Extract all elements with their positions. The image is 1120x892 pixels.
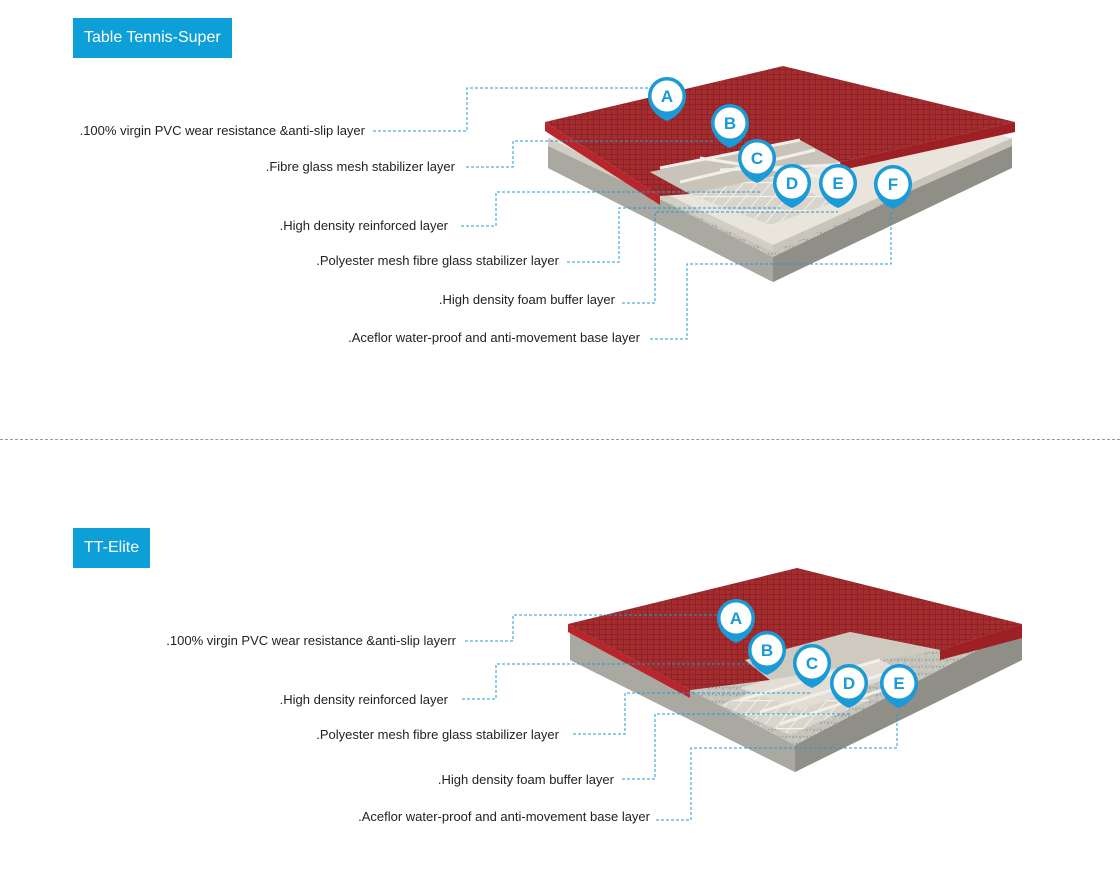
layer-label: .Fibre glass mesh stabilizer layer <box>266 159 456 174</box>
section-title-elite: TT-Elite <box>73 528 151 568</box>
layer-pin-b: B <box>748 631 786 675</box>
layer-pin-c: C <box>793 644 831 688</box>
layer-label: .Aceflor water-proof and anti-movement b… <box>348 330 641 345</box>
svg-text:A: A <box>661 87 673 106</box>
svg-text:C: C <box>751 149 763 168</box>
svg-text:E: E <box>832 174 843 193</box>
layer-pin-b: B <box>711 104 749 148</box>
layer-label: .100% virgin PVC wear resistance &anti-s… <box>166 633 456 648</box>
layer-pin-a: A <box>717 599 755 643</box>
diagram-super: .100% virgin PVC wear resistance &anti-s… <box>80 66 1015 345</box>
layer-label: .Polyester mesh fibre glass stabilizer l… <box>316 253 559 268</box>
svg-text:B: B <box>761 641 773 660</box>
layer-pin-a: A <box>648 77 686 121</box>
layer-label: .High density reinforced layer <box>280 218 449 233</box>
layer-label: .Polyester mesh fibre glass stabilizer l… <box>316 727 559 742</box>
layer-label: .High density reinforced layer <box>280 692 449 707</box>
svg-text:A: A <box>730 609 742 628</box>
svg-text:F: F <box>888 175 898 194</box>
layer-pin-e: E <box>880 664 918 708</box>
layer-label: .100% virgin PVC wear resistance &anti-s… <box>80 123 366 138</box>
diagram-elite: .100% virgin PVC wear resistance &anti-s… <box>166 568 1022 824</box>
layer-pin-f: F <box>874 165 912 209</box>
layer-pin-c: C <box>738 139 776 183</box>
section-title-super: Table Tennis-Super <box>73 18 232 58</box>
layer-pin-e: E <box>819 164 857 208</box>
layer-label: .High density foam buffer layer <box>439 292 616 307</box>
svg-text:C: C <box>806 654 818 673</box>
layer-pin-d: D <box>773 164 811 208</box>
section-divider <box>0 439 1120 440</box>
layer-label: .High density foam buffer layer <box>438 772 615 787</box>
layer-label: .Aceflor water-proof and anti-movement b… <box>358 809 651 824</box>
svg-text:D: D <box>786 174 798 193</box>
svg-text:E: E <box>893 674 904 693</box>
layer-pin-d: D <box>830 664 868 708</box>
svg-text:D: D <box>843 674 855 693</box>
svg-text:B: B <box>724 114 736 133</box>
